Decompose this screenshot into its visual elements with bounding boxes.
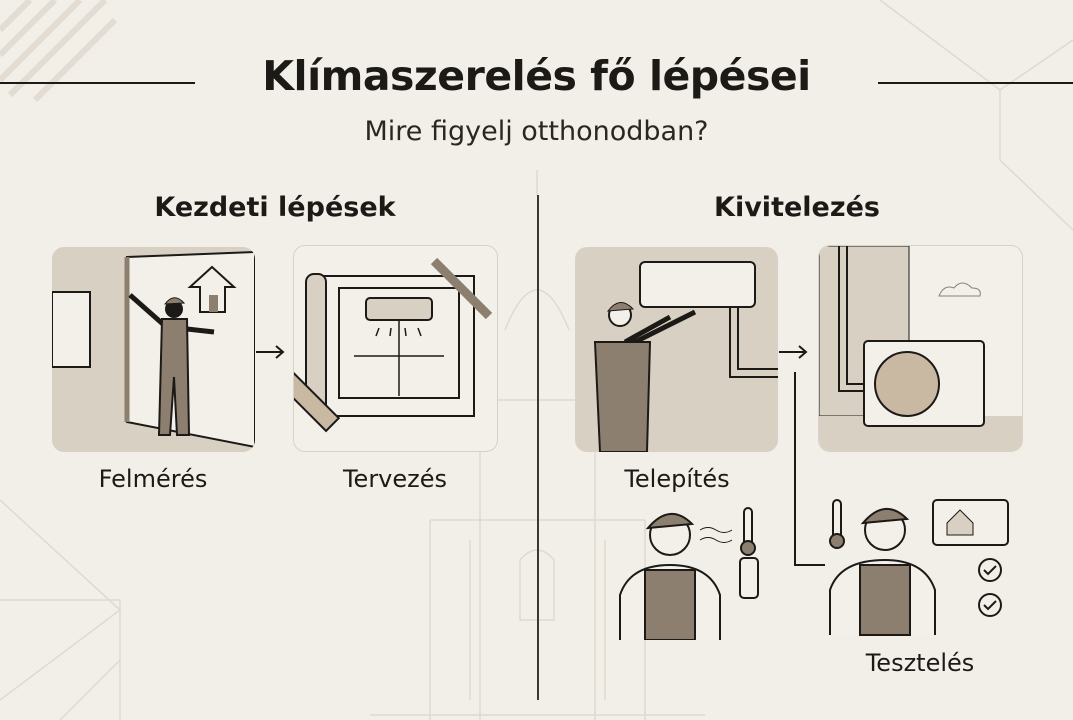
step-panel-outdoor-unit (818, 245, 1023, 452)
step-panel-felmeres (52, 247, 255, 452)
worker-measuring-wall-icon (52, 250, 255, 449)
title-rule-right (878, 82, 1073, 84)
worker-with-remote-icon (619, 507, 759, 640)
step-label-tervezes: Tervezés (342, 465, 448, 493)
step-panel-tervezes (293, 245, 498, 452)
step-panel-telepites (575, 247, 778, 452)
outdoor-ac-unit-icon (819, 246, 1022, 451)
blueprint-ruler-pencil-icon (294, 257, 493, 433)
title-rule-left (0, 82, 195, 84)
worker-installing-ac-icon (593, 261, 778, 452)
section-heading-execution: Kivitelezés (714, 192, 880, 223)
arrow-right-icon (779, 345, 808, 359)
page-subtitle: Mire figyelj otthonodban? (364, 116, 709, 147)
section-heading-initial: Kezdeti lépések (154, 192, 396, 223)
worker-testing-thermostat-icon (829, 499, 1009, 636)
connector-line (794, 372, 825, 566)
step-label-felmeres: Felmérés (98, 465, 208, 493)
step-label-teszteles: Tesztelés (865, 649, 975, 677)
step-label-telepites: Telepítés (624, 465, 730, 493)
section-divider (537, 195, 539, 700)
arrow-right-icon (256, 345, 285, 359)
page-title: Klímaszerelés fő lépései (262, 52, 811, 100)
